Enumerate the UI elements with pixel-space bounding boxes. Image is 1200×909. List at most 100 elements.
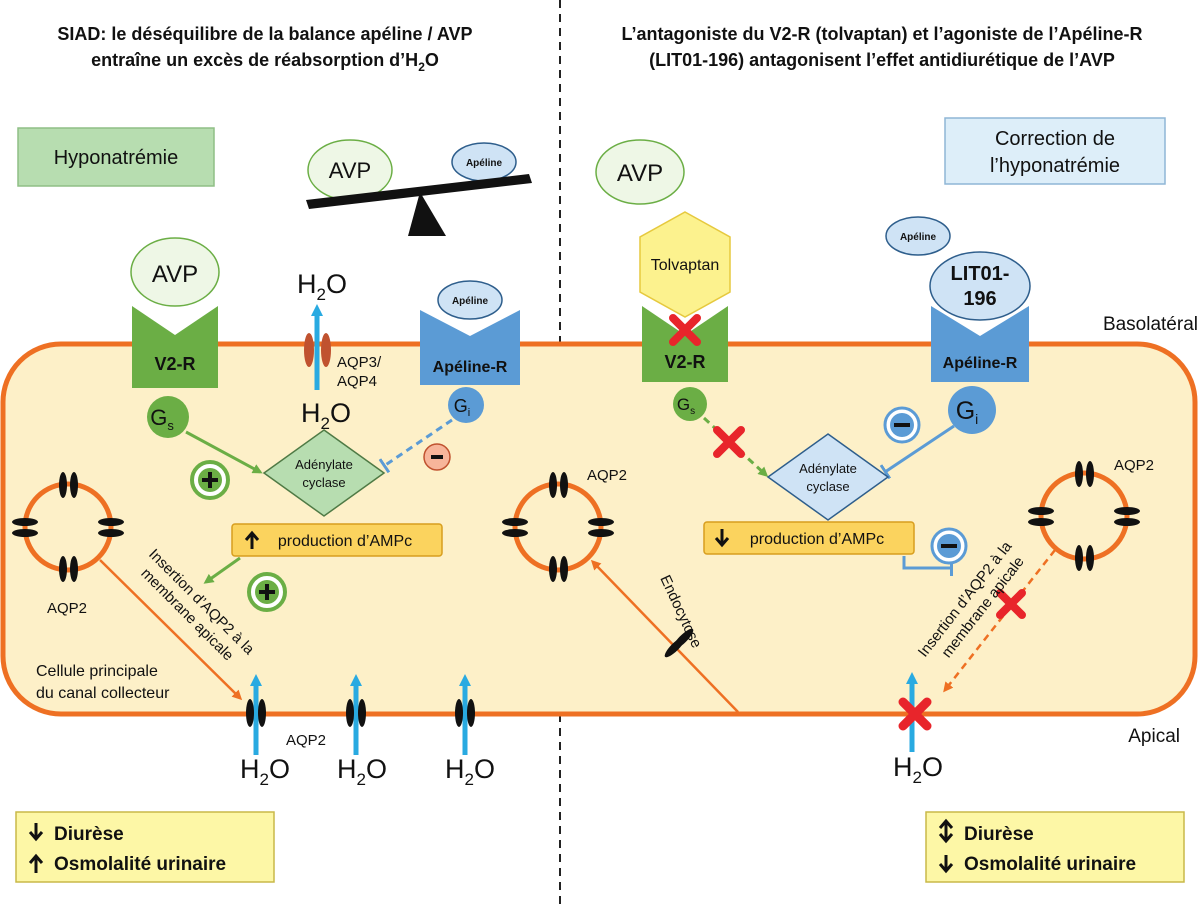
minus-icon [423, 443, 451, 471]
tolvaptan-block-x-icon [669, 314, 701, 346]
svg-text:Gs: Gs [677, 395, 695, 417]
right-gi: Gi [948, 386, 996, 434]
apical-water-channels [246, 674, 475, 755]
svg-text:Gi: Gi [454, 396, 470, 419]
svg-text:H2O: H2O [445, 754, 495, 789]
apical-label: Apical [1128, 726, 1180, 747]
left-gs: Gs [147, 396, 189, 438]
tolvaptan-hexagon: Tolvaptan [639, 211, 731, 318]
plus-icon [190, 460, 230, 500]
left-aqp2-label: AQP2 [47, 600, 87, 617]
endocytosis-arrow [590, 559, 739, 713]
insertion-arrow [99, 559, 243, 701]
right-apelin-receptor: Apéline-R [931, 306, 1029, 382]
left-aqp2-vesicle [12, 472, 124, 582]
left-avp: AVP [130, 237, 220, 307]
arrow-updown-icon [938, 818, 954, 844]
left-result-box: Diurèse Osmolalité urinaire [15, 811, 275, 883]
middle-aqp2-label: AQP2 [587, 467, 627, 484]
endocytosed-aqp2 [664, 628, 694, 658]
svg-text:Tolvaptan: Tolvaptan [651, 257, 720, 274]
right-adenylate-cyclase: Adénylate cyclase [766, 433, 890, 521]
right-result-box: Diurèse Osmolalité urinaire [925, 811, 1185, 883]
right-gi-inhibit-line [879, 424, 955, 480]
balance-scale: AVP Apéline [306, 139, 532, 236]
left-camp-box: production d’AMPc [231, 523, 443, 557]
arrow-down-icon [714, 529, 730, 548]
svg-text:AVP: AVP [617, 160, 663, 187]
right-avp: AVP [595, 139, 685, 205]
apical-h2o-labels: H2O H2O H2O [240, 754, 495, 789]
camp-to-aqp2-arrow [203, 556, 241, 584]
svg-text:Osmolalité urinaire: Osmolalité urinaire [54, 854, 226, 875]
svg-text:Apéline-R: Apéline-R [943, 355, 1018, 372]
svg-text:du canal collecteur: du canal collecteur [36, 685, 170, 702]
middle-aqp2-vesicle [502, 472, 614, 582]
svg-text:Adénylate: Adénylate [295, 457, 353, 472]
svg-text:Diurèse: Diurèse [54, 824, 124, 845]
svg-text:Apéline: Apéline [900, 232, 937, 243]
right-title: L’antagoniste du V2-R (tolvaptan) et l’a… [621, 24, 1142, 70]
svg-text:Apéline: Apéline [466, 158, 503, 169]
free-apelin: Apéline [885, 216, 951, 256]
svg-text:Gs: Gs [150, 405, 174, 433]
right-h2o-label: H2O [893, 752, 943, 787]
svg-text:H2O: H2O [297, 269, 347, 304]
minus-icon-right-2 [930, 527, 968, 565]
camp-inhibit-line [902, 556, 953, 576]
insertion-block-x-icon [996, 589, 1026, 619]
svg-text:entraîne un excès de réabsorpt: entraîne un excès de réabsorption d’H2O [91, 50, 439, 74]
apical-aqp2-label: AQP2 [286, 732, 326, 749]
arrow-down-icon [938, 855, 954, 874]
arrow-up-icon [28, 853, 44, 873]
right-aqp2-vesicle [1028, 461, 1140, 571]
basolateral-label: Basolatéral [1103, 314, 1198, 335]
minus-icon-right [883, 406, 921, 444]
svg-text:196: 196 [963, 288, 996, 310]
svg-text:H2O: H2O [893, 752, 943, 787]
svg-text:Correction de: Correction de [995, 128, 1115, 150]
arrow-down-icon [28, 823, 44, 842]
svg-text:H2O: H2O [301, 398, 351, 433]
svg-text:V2-R: V2-R [154, 354, 195, 374]
svg-text:AQP4: AQP4 [337, 373, 377, 390]
svg-text:(LIT01-196) antagonisent l’eff: (LIT01-196) antagonisent l’effet antidiu… [649, 50, 1115, 70]
svg-text:Apéline-R: Apéline-R [433, 359, 508, 376]
svg-text:SIAD: le déséquilibre de la ba: SIAD: le déséquilibre de la balance apél… [57, 24, 472, 44]
aqp34-label: AQP3/ [337, 354, 382, 371]
svg-text:Gi: Gi [956, 397, 979, 427]
left-adenylate-cyclase: Adénylate cyclase [262, 429, 386, 517]
svg-text:production d’AMPc: production d’AMPc [278, 533, 412, 550]
svg-text:Osmolalité urinaire: Osmolalité urinaire [964, 854, 1136, 875]
gs-to-ac-arrow [185, 430, 263, 474]
svg-text:V2-R: V2-R [664, 352, 705, 372]
lit01-196-ligand: LIT01- 196 [929, 251, 1031, 321]
correction-box: Correction de l’hyponatrémie [944, 117, 1166, 185]
right-aqp2-label: AQP2 [1114, 457, 1154, 474]
balance-beam [306, 174, 532, 209]
right-gs: Gs [673, 387, 707, 421]
right-v2-receptor: V2-R [642, 306, 728, 382]
apical-block-x-icon [898, 697, 932, 731]
plus-icon-2 [247, 572, 287, 612]
svg-text:LIT01-: LIT01- [951, 263, 1010, 285]
svg-text:L’antagoniste du V2-R (tolvapt: L’antagoniste du V2-R (tolvaptan) et l’a… [621, 24, 1142, 44]
balance-fulcrum [408, 192, 446, 236]
svg-text:AVP: AVP [329, 158, 371, 183]
aqp3-aqp4-channel [304, 333, 331, 367]
gs-block-x-icon [713, 426, 745, 458]
left-apelin-ligand: Apéline [437, 280, 503, 320]
cell-type-label: Cellule principale [36, 663, 158, 680]
svg-text:production d’AMPc: production d’AMPc [750, 531, 884, 548]
svg-text:H2O: H2O [240, 754, 290, 789]
svg-text:cyclase: cyclase [806, 479, 849, 494]
svg-text:Hyponatrémie: Hyponatrémie [54, 147, 179, 169]
svg-text:cyclase: cyclase [302, 475, 345, 490]
hyponatremia-box: Hyponatrémie [17, 127, 215, 187]
left-apelin-receptor: Apéline-R [420, 310, 520, 385]
svg-text:AVP: AVP [152, 261, 198, 288]
svg-text:Adénylate: Adénylate [799, 461, 857, 476]
left-gi: Gi [448, 387, 484, 423]
svg-text:Diurèse: Diurèse [964, 824, 1034, 845]
